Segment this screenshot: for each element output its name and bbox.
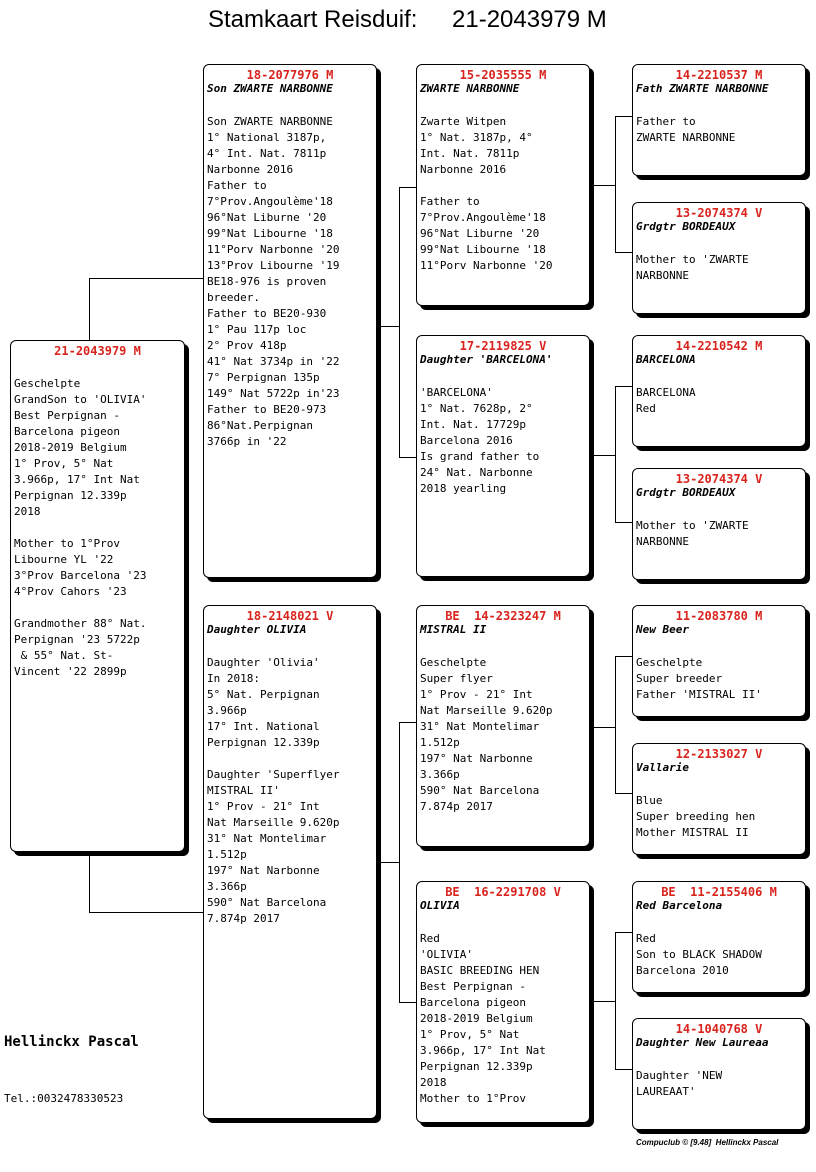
ring-number: 21-2043979 M	[54, 344, 141, 358]
pigeon-description: Red Son to BLACK SHADOW Barcelona 2010	[636, 932, 762, 977]
ring-number: 12-2133027 V	[675, 747, 763, 761]
connector	[615, 656, 633, 657]
pigeon-card-mmf: BE 11-2155406 M Red Barcelona Red Son to…	[632, 881, 806, 993]
pigeon-name: Grdgtr BORDEAUX	[636, 486, 736, 499]
connector	[399, 187, 417, 188]
pigeon-name: Red Barcelona	[636, 899, 723, 912]
connector	[89, 912, 205, 913]
title-label: Stamkaart Reisduif:	[208, 6, 418, 33]
ring-number: 11-2083780 M	[675, 609, 763, 623]
connector	[615, 116, 616, 253]
pigeon-description: Zwarte Witpen 1° Nat. 3187p, 4° Int. Nat…	[420, 115, 553, 272]
pigeon-name: OLIVIA	[420, 899, 460, 912]
pigeon-card-mff: 11-2083780 M New Beer Geschelpte Super b…	[632, 605, 806, 717]
pigeon-name: Daughter New Laureaa	[636, 1036, 769, 1049]
ring-number: 14-2210537 M	[675, 68, 763, 82]
pigeon-description: Geschelpte Super breeder Father 'MISTRAL…	[636, 656, 762, 701]
page-title: Stamkaart Reisduif: 21-2043979 M	[0, 4, 816, 34]
connector	[615, 932, 616, 1070]
pigeon-description: Blue Super breeding hen Mother MISTRAL I…	[636, 794, 756, 839]
connector	[399, 457, 417, 458]
pigeon-description: Geschelpte Super flyer 1° Prov - 21° Int…	[420, 656, 553, 813]
pigeon-description: Mother to 'ZWARTE NARBONNE	[636, 253, 749, 282]
pigeon-description: Geschelpte GrandSon to 'OLIVIA' Best Per…	[14, 377, 147, 678]
connector	[399, 722, 417, 723]
pigeon-description: Daughter 'NEW LAUREAAT'	[636, 1069, 723, 1098]
connector	[89, 852, 90, 913]
ring-number: 18-2077976 M	[246, 68, 334, 82]
pigeon-card-fm: 17-2119825 V Daughter 'BARCELONA' 'BARCE…	[416, 335, 590, 577]
pigeon-description: 'BARCELONA' 1° Nat. 7628p, 2° Int. Nat. …	[420, 386, 540, 495]
pigeon-card-ffm: 13-2074374 V Grdgtr BORDEAUX Mother to '…	[632, 202, 806, 314]
connector	[615, 793, 633, 794]
pigeon-description: Mother to 'ZWARTE NARBONNE	[636, 519, 749, 548]
title-ring-number: 21-2043979 M	[452, 6, 607, 33]
pigeon-card-mmm: 14-1040768 V Daughter New Laureaa Daught…	[632, 1018, 806, 1130]
pigeon-name: ZWARTE NARBONNE	[420, 82, 520, 95]
ring-number: BE 14-2323247 M	[445, 609, 561, 623]
pigeon-card-fff: 14-2210537 M Fath ZWARTE NARBONNE Father…	[632, 64, 806, 176]
connector	[615, 1069, 633, 1070]
connector	[376, 326, 400, 327]
pigeon-name: Daughter OLIVIA	[207, 623, 307, 636]
connector	[615, 116, 633, 117]
connector	[615, 656, 616, 794]
pigeon-name: BARCELONA	[636, 353, 696, 366]
pigeon-card-mm: BE 16-2291708 V OLIVIA Red 'OLIVIA' BASI…	[416, 881, 590, 1123]
pigeon-description: Son ZWARTE NARBONNE 1° National 3187p, 4…	[207, 115, 340, 448]
pigeon-card-mother: 18-2148021 V Daughter OLIVIA Daughter 'O…	[203, 605, 377, 1119]
ring-number: 17-2119825 V	[459, 339, 547, 353]
pigeon-card-fmf: 14-2210542 M BARCELONA BARCELONA Red	[632, 335, 806, 447]
connector	[615, 522, 633, 523]
connector	[615, 932, 633, 933]
connector	[89, 278, 90, 341]
connector	[399, 1002, 417, 1003]
pigeon-card-father: 18-2077976 M Son ZWARTE NARBONNE Son ZWA…	[203, 64, 377, 578]
connector	[399, 187, 400, 458]
ring-number: 14-1040768 V	[675, 1022, 763, 1036]
pigeon-card-fmm: 13-2074374 V Grdgtr BORDEAUX Mother to '…	[632, 468, 806, 580]
connector	[589, 1001, 616, 1002]
footer-credit: Compuclub © [9.48] Hellinckx Pascal	[636, 1138, 779, 1147]
pigeon-card-mfm: 12-2133027 V Vallarie Blue Super breedin…	[632, 743, 806, 855]
connector	[589, 185, 616, 186]
connector	[376, 862, 400, 863]
breeder-phone: Tel.:0032478330523	[4, 1092, 124, 1105]
pigeon-name: Son ZWARTE NARBONNE	[207, 82, 333, 95]
pigeon-description: Red 'OLIVIA' BASIC BREEDING HEN Best Per…	[420, 932, 546, 1105]
ring-number: BE 16-2291708 V	[445, 885, 561, 899]
pigeon-name: Fath ZWARTE NARBONNE	[636, 82, 769, 95]
ring-number: 18-2148021 V	[246, 609, 334, 623]
pigeon-description: Daughter 'Olivia' In 2018: 5° Nat. Perpi…	[207, 656, 340, 925]
pigeon-card-ff: 15-2035555 M ZWARTE NARBONNE Zwarte Witp…	[416, 64, 590, 306]
ring-number: BE 11-2155406 M	[661, 885, 777, 899]
pigeon-card-mf: BE 14-2323247 M MISTRAL II Geschelpte Su…	[416, 605, 590, 847]
pigeon-name: Daughter 'BARCELONA'	[420, 353, 553, 366]
pigeon-name: MISTRAL II	[420, 623, 487, 636]
pigeon-description: BARCELONA Red	[636, 386, 696, 415]
connector	[589, 727, 616, 728]
pigeon-name: Grdgtr BORDEAUX	[636, 220, 736, 233]
connector	[589, 455, 616, 456]
ring-number: 15-2035555 M	[459, 68, 547, 82]
pigeon-name: New Beer	[636, 623, 689, 636]
ring-number: 14-2210542 M	[675, 339, 763, 353]
ring-number: 13-2074374 V	[675, 206, 763, 220]
pigeon-card-subject: 21-2043979 M Geschelpte GrandSon to 'OLI…	[10, 340, 185, 852]
pigeon-name: Vallarie	[636, 761, 689, 774]
ring-number: 13-2074374 V	[675, 472, 763, 486]
connector	[399, 722, 400, 1003]
connector	[615, 386, 633, 387]
connector	[89, 278, 205, 279]
connector	[615, 252, 633, 253]
connector	[615, 386, 616, 523]
pigeon-description: Father to ZWARTE NARBONNE	[636, 115, 736, 144]
breeder-name: Hellinckx Pascal	[4, 1034, 139, 1050]
